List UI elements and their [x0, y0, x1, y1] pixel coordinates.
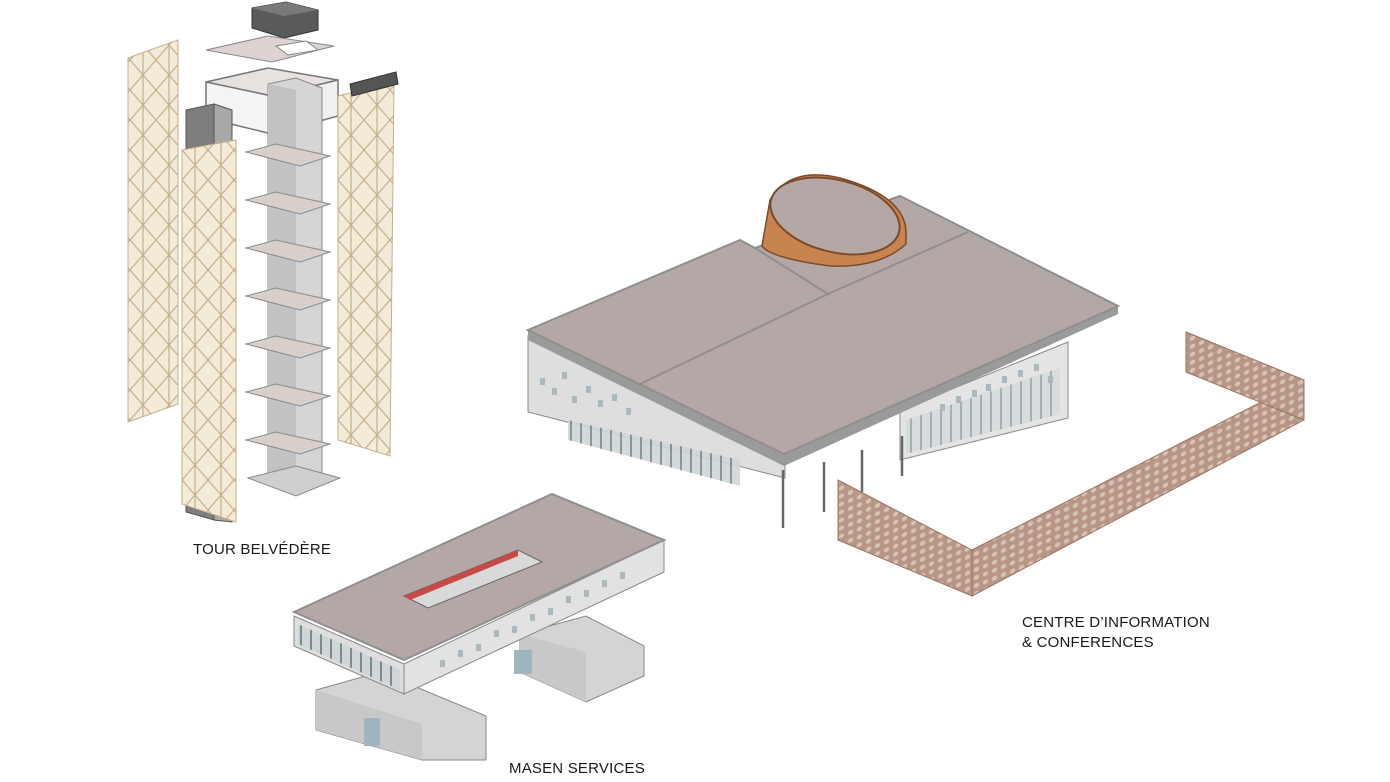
tower-screen-right	[337, 81, 395, 457]
centre-oculus	[761, 174, 907, 267]
tower-core	[246, 77, 342, 497]
label-centre-information: CENTRE D’INFORMATION & CONFERENCES	[1022, 613, 1210, 653]
tower-cap-beam	[349, 71, 399, 97]
tower-screen-far-left	[127, 39, 179, 423]
tower-roof-unit	[251, 1, 319, 39]
label-centre-line2: & CONFERENCES	[1022, 634, 1154, 651]
label-tour-belvedere: TOUR BELVÉDÈRE	[193, 541, 332, 558]
centre-brick-screen	[837, 331, 1305, 597]
centre-roof	[525, 194, 1121, 456]
tower-screen-left	[181, 139, 237, 523]
label-centre-line1: CENTRE D’INFORMATION	[1022, 614, 1210, 631]
centre-information-building	[525, 174, 1305, 597]
label-masen-services: MASEN SERVICES	[509, 760, 645, 777]
tour-belvedere	[127, 1, 399, 523]
masen-services-building	[291, 492, 667, 761]
centre-columns	[781, 436, 904, 528]
masen-courtyard	[402, 549, 544, 609]
tower-stair-landings	[244, 143, 332, 455]
centre-facade-windows	[540, 364, 1053, 415]
